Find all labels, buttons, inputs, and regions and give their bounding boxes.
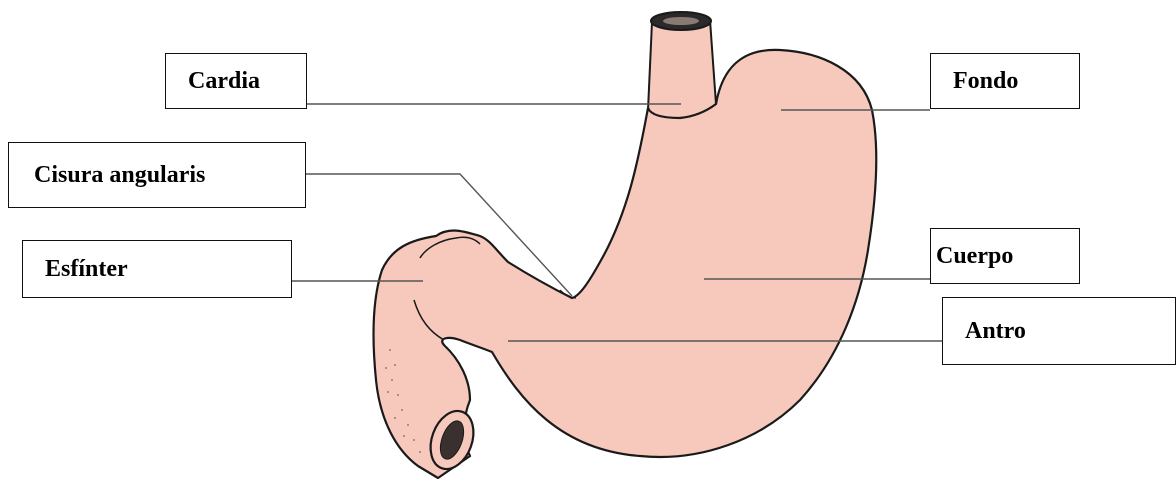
- label-fondo-text: Fondo: [953, 68, 1018, 95]
- label-antro-text: Antro: [965, 318, 1026, 345]
- label-cardia: Cardia: [165, 53, 307, 109]
- label-cisura-angularis-text: Cisura angularis: [34, 162, 205, 189]
- label-fondo: Fondo: [930, 53, 1080, 109]
- label-cisura-angularis: Cisura angularis: [8, 142, 306, 208]
- esophagus-lumen: [663, 17, 699, 25]
- label-antro: Antro: [942, 297, 1176, 365]
- label-cuerpo: Cuerpo: [930, 228, 1080, 284]
- label-esfinter: Esfínter: [22, 240, 292, 298]
- label-cuerpo-text: Cuerpo: [936, 243, 1013, 270]
- label-esfinter-text: Esfínter: [45, 256, 128, 283]
- label-cardia-text: Cardia: [188, 68, 260, 95]
